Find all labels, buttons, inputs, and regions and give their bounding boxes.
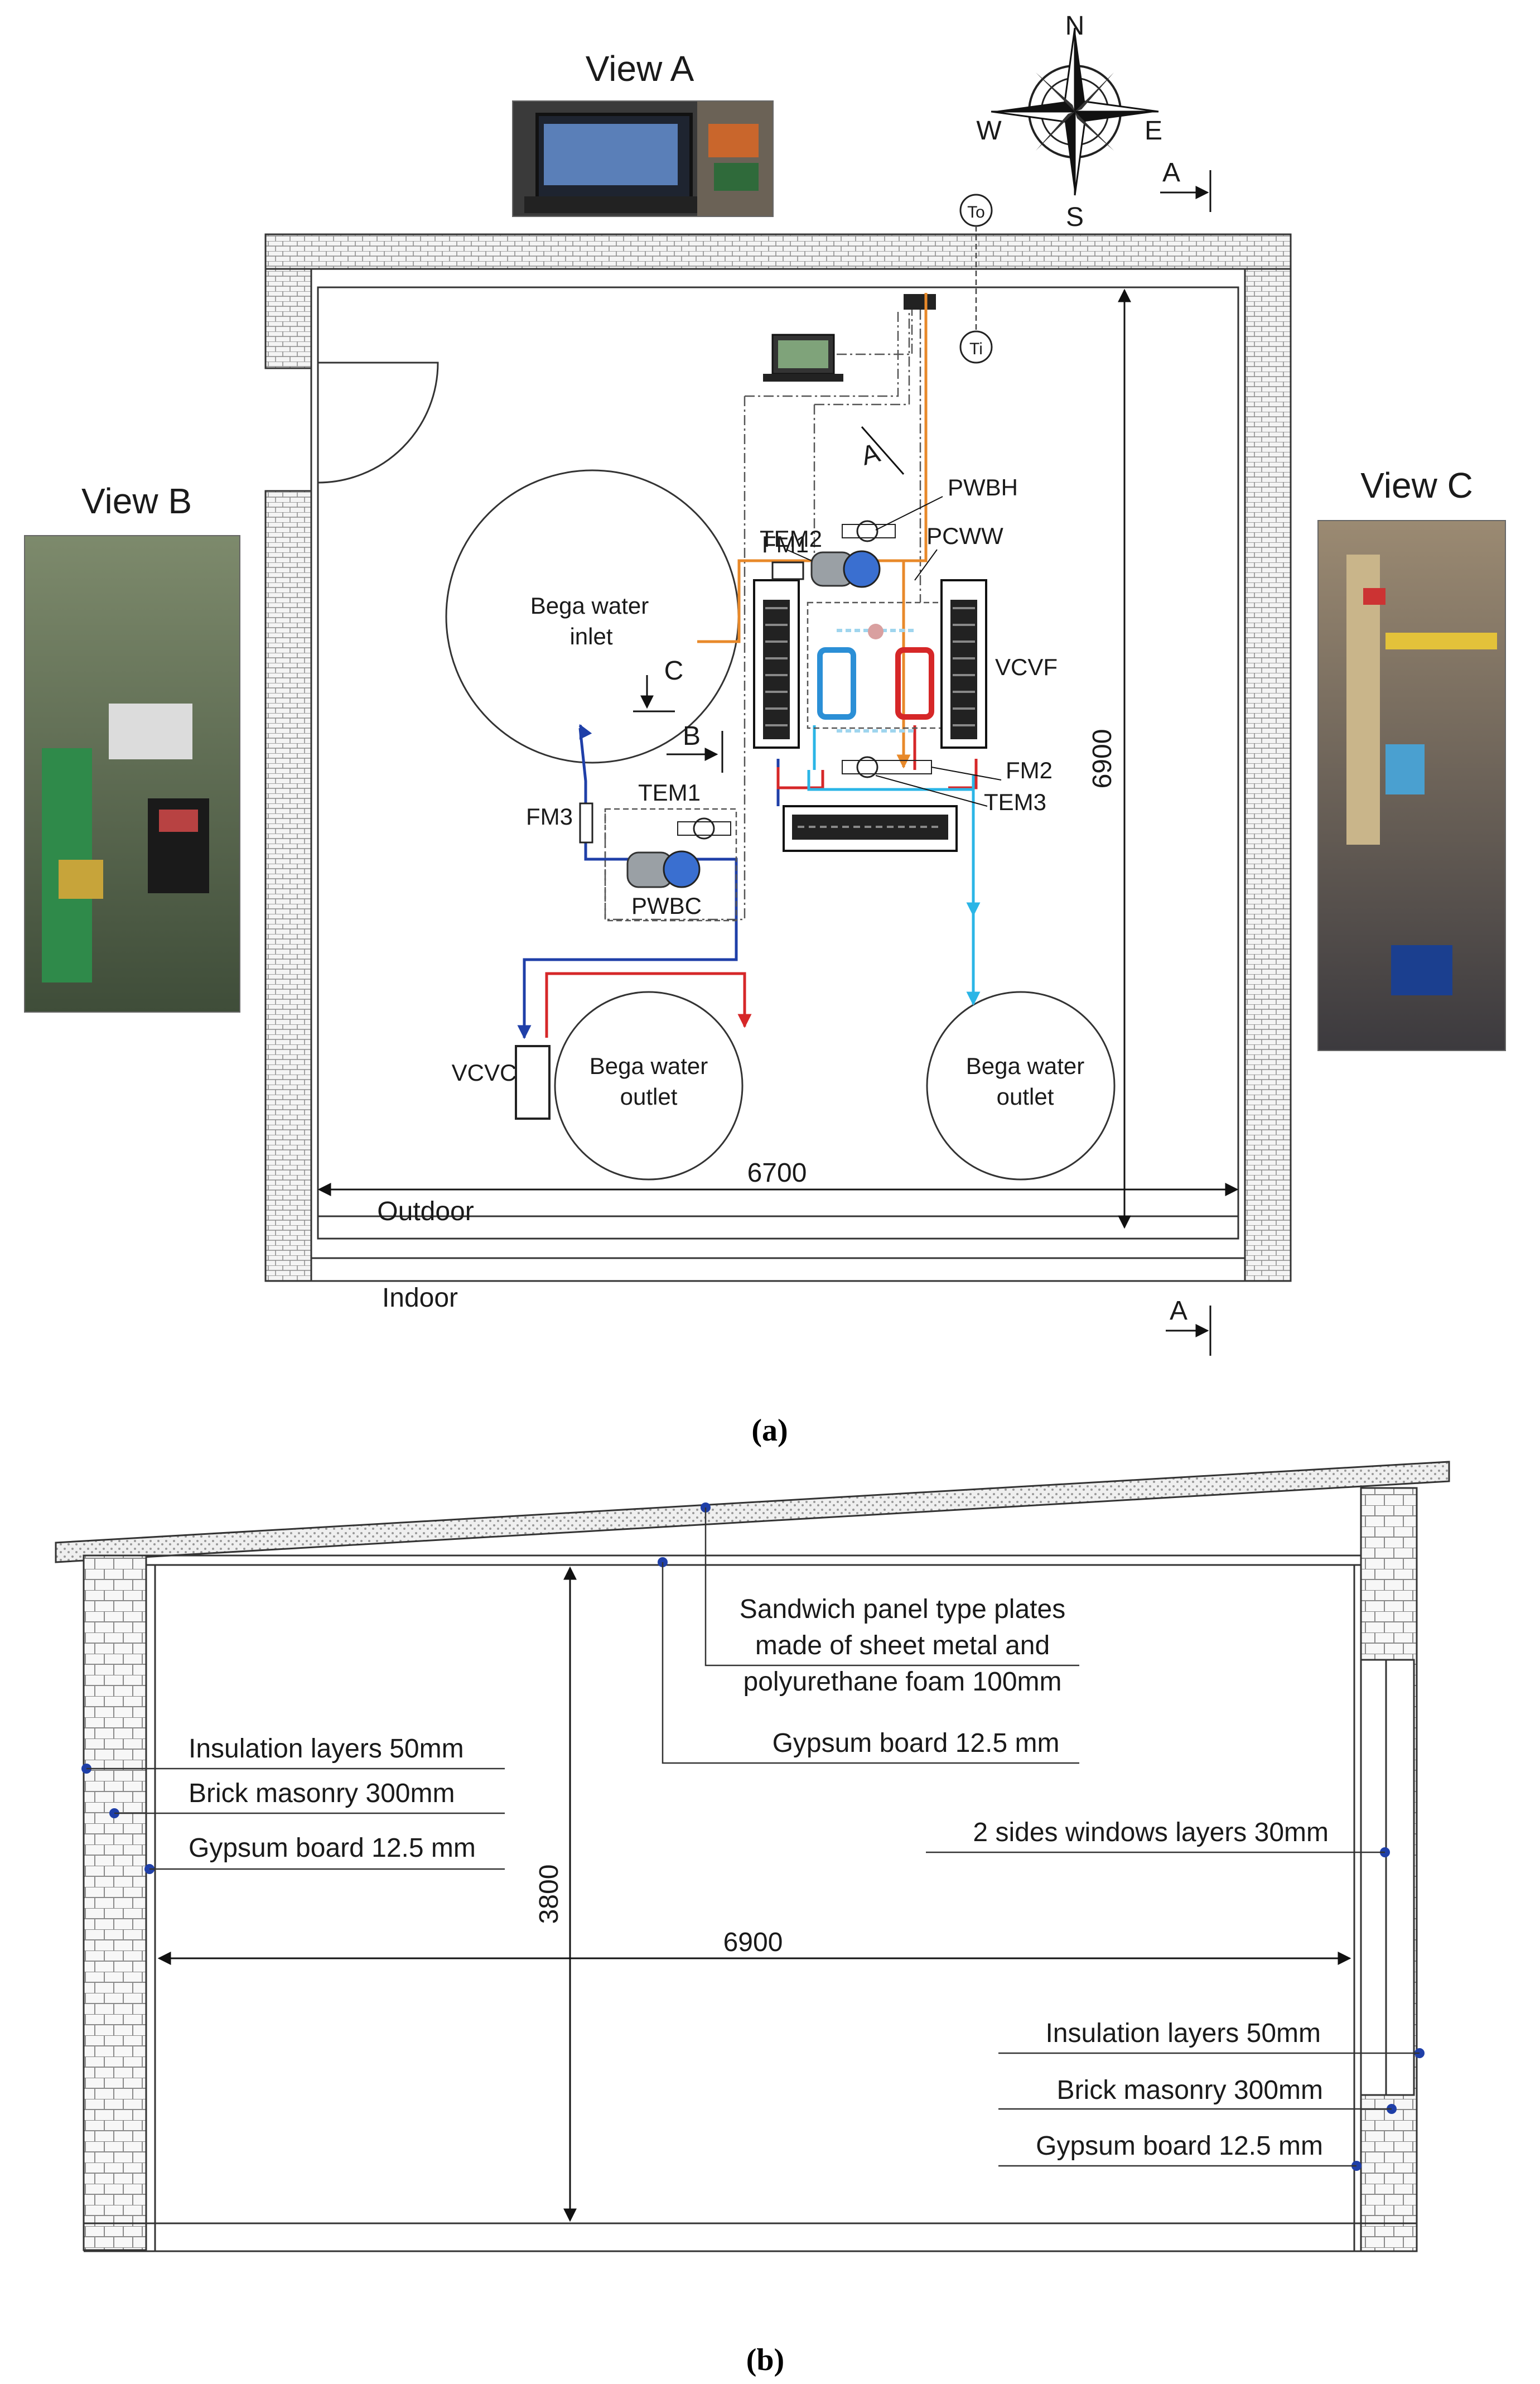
- section-mark-a-inner: A: [858, 426, 905, 475]
- svg-text:A: A: [1170, 1296, 1187, 1326]
- fm1-meter-icon: [771, 561, 804, 580]
- label-fm3: FM3: [526, 803, 573, 830]
- caption-b: (b): [746, 2343, 784, 2377]
- window-strip: [1360, 1659, 1415, 2096]
- tank-outlet-left: Bega water outlet: [554, 991, 744, 1181]
- data-logger: [904, 294, 936, 310]
- svg-text:polyurethane foam 100mm: polyurethane foam 100mm: [744, 1667, 1062, 1697]
- svg-text:Sandwich panel type plates: Sandwich panel type plates: [740, 1595, 1065, 1624]
- fm3-meter-icon: [579, 802, 593, 844]
- roof-leader: Sandwich panel type plates made of sheet…: [701, 1502, 1079, 1697]
- svg-text:Insulation layers 50mm: Insulation layers 50mm: [189, 1734, 464, 1764]
- svg-text:B: B: [683, 721, 701, 751]
- view-c-label: View C: [1360, 465, 1473, 505]
- svg-text:2 sides windows layers 30mm: 2 sides windows layers 30mm: [973, 1818, 1329, 1847]
- svg-text:inlet: inlet: [569, 623, 612, 649]
- view-c-photo: [1317, 520, 1506, 1051]
- svg-text:To: To: [967, 203, 985, 221]
- svg-text:outlet: outlet: [620, 1083, 678, 1110]
- outdoor-sensor: To: [959, 194, 993, 227]
- label-tem2: TEM2: [760, 526, 822, 552]
- svg-text:Insulation layers 50mm: Insulation layers 50mm: [1045, 2019, 1321, 2048]
- view-a-label: View A: [586, 49, 694, 89]
- outdoor-label: Outdoor: [377, 1197, 474, 1226]
- compass-s: S: [1066, 203, 1084, 232]
- compass-w: W: [976, 116, 1002, 146]
- svg-text:A: A: [858, 438, 884, 471]
- svg-text:Bega water: Bega water: [966, 1053, 1084, 1079]
- fan-coil-right: [940, 579, 987, 749]
- pcww-enclosure: [807, 601, 948, 729]
- heat-pump-coils: [817, 624, 934, 733]
- view-b-label: View B: [81, 481, 192, 521]
- svg-text:Brick masonry 300mm: Brick masonry 300mm: [1057, 2075, 1323, 2105]
- svg-text:C: C: [664, 656, 684, 686]
- svg-text:Ti: Ti: [969, 340, 983, 358]
- svg-text:Gypsum board 12.5 mm: Gypsum board 12.5 mm: [189, 1833, 476, 1863]
- tank-outlet-right: Bega water outlet: [926, 991, 1116, 1181]
- indoor-sensor: Ti: [959, 330, 993, 364]
- svg-text:6700: 6700: [747, 1158, 807, 1188]
- section-view: 3800 6900 Sandwich panel type plates mad…: [55, 1461, 1450, 2377]
- svg-text:Bega water: Bega water: [590, 1053, 708, 1079]
- dimension-width: 6700: [317, 1158, 1239, 1196]
- building-walls: [264, 233, 1292, 1282]
- label-vcvf: VCVF: [995, 654, 1058, 680]
- label-tem1: TEM1: [638, 779, 701, 806]
- fan-coil-bottom: [783, 805, 958, 852]
- svg-text:Bega water: Bega water: [530, 593, 649, 619]
- label-pcww: PCWW: [926, 523, 1003, 549]
- svg-text:Gypsum board 12.5 mm: Gypsum board 12.5 mm: [773, 1728, 1060, 1758]
- ceiling-leader: Gypsum board 12.5 mm: [658, 1557, 1079, 1764]
- pump-pwbc-icon: [626, 850, 701, 888]
- section-mark-a-bottom: A: [1166, 1296, 1211, 1356]
- compass-n: N: [1065, 11, 1085, 41]
- dimension-height: 3800: [534, 1566, 577, 2222]
- svg-text:3800: 3800: [534, 1865, 564, 1924]
- vcvc-unit: [515, 1045, 551, 1120]
- svg-text:Gypsum board 12.5 mm: Gypsum board 12.5 mm: [1036, 2131, 1323, 2161]
- control-wiring: [604, 310, 921, 921]
- roof-panel: [55, 1461, 1450, 1563]
- tem2-meter-icon: [842, 520, 896, 542]
- label-fm2: FM2: [1006, 757, 1053, 783]
- label-pwbh: PWBH: [948, 474, 1018, 500]
- compass-icon: [991, 27, 1159, 196]
- label-fm1: FM1: [762, 531, 809, 557]
- tank-inlet: Bega water inlet: [445, 469, 740, 764]
- section-mark-c: C: [633, 656, 684, 712]
- label-tem3: TEM3: [984, 789, 1046, 815]
- svg-text:A: A: [1162, 158, 1180, 187]
- left-wall: [83, 1554, 147, 2251]
- tem3-meter-icon: [842, 756, 932, 778]
- left-layer-leaders: Insulation layers 50mm Brick masonry 300…: [81, 1734, 505, 1874]
- label-pwbc: PWBC: [631, 893, 702, 919]
- indoor-label: Indoor: [382, 1283, 458, 1313]
- section-mark-a-top: A: [1160, 158, 1211, 212]
- svg-text:6900: 6900: [723, 1928, 783, 1957]
- caption-a: (a): [751, 1413, 788, 1448]
- svg-text:made of sheet metal and: made of sheet metal and: [755, 1631, 1050, 1660]
- dimension-depth: 6900: [1088, 288, 1131, 1229]
- pump-pwbh-icon: [810, 550, 881, 588]
- view-a-photo: [512, 100, 774, 217]
- svg-text:outlet: outlet: [997, 1083, 1054, 1110]
- view-b-photo: [24, 535, 240, 1013]
- door-swing: [317, 362, 439, 484]
- tem1-meter-icon: [677, 817, 731, 840]
- svg-text:6900: 6900: [1088, 729, 1117, 789]
- svg-text:Brick masonry 300mm: Brick masonry 300mm: [189, 1779, 455, 1808]
- compass-e: E: [1145, 116, 1162, 146]
- section-mark-b: B: [667, 721, 723, 773]
- plan-view: View A View B View C N S E W A A: [81, 11, 1473, 1448]
- dimension-width-b: 6900: [157, 1928, 1351, 1965]
- fan-coil-left: [753, 579, 800, 749]
- right-layer-leaders: 2 sides windows layers 30mm Insulation l…: [926, 1818, 1425, 2171]
- laptop-icon: [763, 334, 843, 382]
- label-vcvc: VCVC: [452, 1059, 517, 1086]
- pwbc-enclosure: [604, 808, 737, 922]
